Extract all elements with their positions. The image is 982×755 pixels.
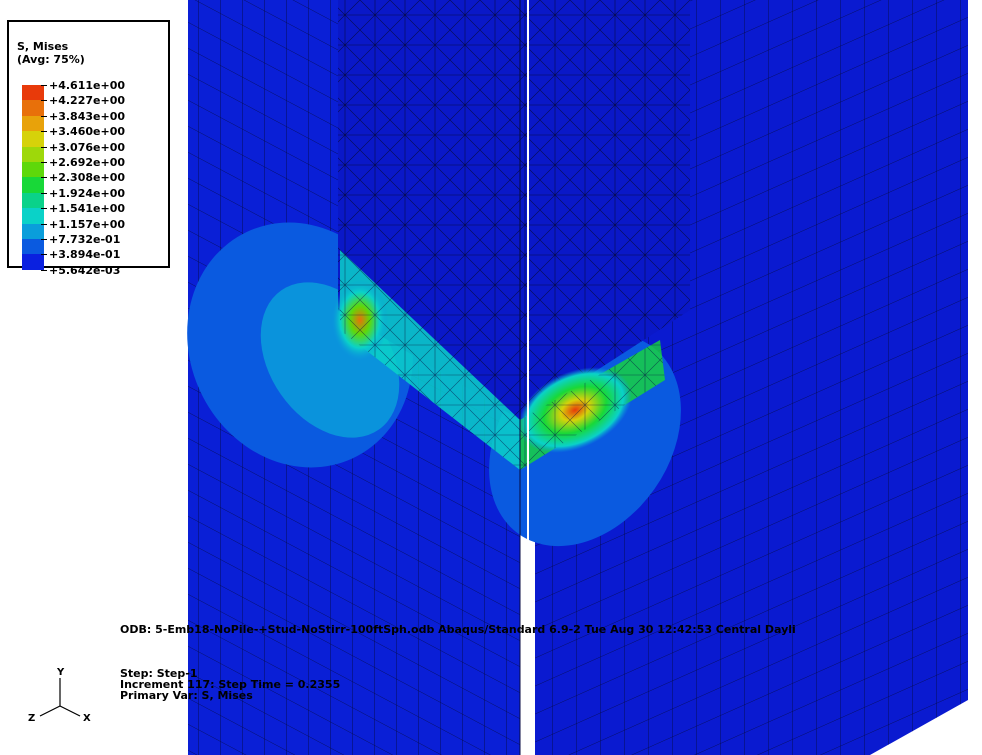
legend-value: +3.076e+00 bbox=[41, 141, 125, 156]
legend-title: S, Mises bbox=[17, 40, 69, 53]
increment-label: Increment 117: Step Time = 0.2355 bbox=[120, 678, 341, 691]
step-label: Step: Step-1 bbox=[120, 667, 198, 680]
legend-value: +3.894e-01 bbox=[41, 248, 125, 263]
legend-swatch bbox=[22, 100, 44, 116]
legend-subtitle: (Avg: 75%) bbox=[17, 53, 85, 66]
legend-value: +7.732e-01 bbox=[41, 233, 125, 248]
legend-value: +4.227e+00 bbox=[41, 94, 125, 109]
legend-value: +1.541e+00 bbox=[41, 202, 125, 217]
legend-value: +1.924e+00 bbox=[41, 187, 125, 202]
legend-value: +2.308e+00 bbox=[41, 171, 125, 186]
legend-color-bar bbox=[22, 85, 44, 270]
legend-value: +4.611e+00 bbox=[41, 79, 125, 94]
legend-value: +3.460e+00 bbox=[41, 125, 125, 140]
legend-swatch bbox=[22, 131, 44, 147]
axis-triad: Y X Z bbox=[28, 667, 91, 724]
legend-swatch bbox=[22, 115, 44, 132]
x-axis-label: X bbox=[83, 713, 91, 724]
z-axis-line bbox=[39, 705, 61, 717]
contour-legend: S, Mises (Avg: 75%) +4.611e+00+4.227e+00… bbox=[7, 20, 170, 277]
legend-swatch bbox=[22, 146, 44, 162]
legend-value: +1.157e+00 bbox=[41, 218, 125, 233]
legend-swatch bbox=[22, 192, 44, 209]
legend-swatch bbox=[22, 177, 44, 193]
legend-value: +2.692e+00 bbox=[41, 156, 125, 171]
odb-info-line: ODB: 5-Emb18-NoPile-+Stud-NoStirr-100ftS… bbox=[120, 623, 796, 636]
primary-var-label: Primary Var: S, Mises bbox=[120, 689, 253, 702]
step-info-block: Step: Step-1 Increment 117: Step Time = … bbox=[120, 668, 340, 701]
legend-swatch bbox=[22, 208, 44, 224]
legend-swatch bbox=[22, 223, 44, 239]
legend-swatch bbox=[22, 238, 44, 255]
y-axis-label: Y bbox=[56, 667, 65, 678]
legend-value-list: +4.611e+00+4.227e+00+3.843e+00+3.460e+00… bbox=[41, 79, 125, 279]
legend-value: +3.843e+00 bbox=[41, 110, 125, 125]
legend-swatch bbox=[22, 85, 44, 101]
z-axis-label: Z bbox=[28, 713, 35, 724]
x-axis-line bbox=[59, 705, 81, 717]
legend-swatch bbox=[22, 161, 44, 178]
legend-value: +5.642e-03 bbox=[41, 264, 125, 279]
legend-swatch bbox=[22, 254, 44, 270]
